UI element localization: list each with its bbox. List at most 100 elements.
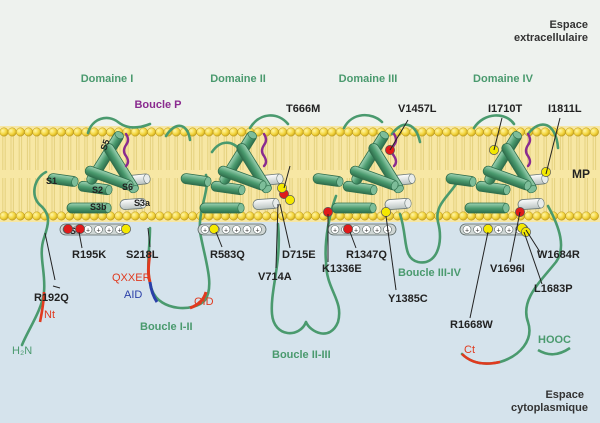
lipid-tail <box>289 178 293 212</box>
lipid-tail <box>51 136 55 170</box>
lipid-tail <box>289 136 293 170</box>
d2-s2-end <box>238 184 246 195</box>
lipid-head <box>409 211 419 221</box>
plus-sign: + <box>245 228 249 235</box>
lipid-tail <box>551 178 556 212</box>
d3-s3b-body <box>331 202 377 214</box>
lipid-head <box>245 211 255 221</box>
lipid-head <box>138 211 148 221</box>
d3-s3a-end <box>404 198 412 209</box>
lipid-head <box>573 127 583 137</box>
charge-dot <box>200 225 210 234</box>
lipid-tail <box>10 178 14 212</box>
ct-label: Ct <box>464 344 475 356</box>
mutation-dot <box>381 207 391 217</box>
d1-s2 <box>77 180 113 196</box>
d3-s2 <box>342 180 378 196</box>
lipid-head <box>589 127 599 137</box>
lipid-tail <box>486 136 490 170</box>
extracellular-label: Espace <box>549 19 588 31</box>
lipid-head <box>0 211 9 221</box>
lipid-tail <box>158 136 162 170</box>
d1-p-helix-end <box>125 180 134 191</box>
lipid-head <box>270 127 280 137</box>
loop-1-2-label: Boucle I-II <box>140 321 193 333</box>
lipid-head <box>294 211 304 221</box>
lipid-head <box>24 211 34 221</box>
lipid-head <box>32 211 42 221</box>
d4-s3b-end <box>502 203 510 213</box>
lipid-head <box>450 211 460 221</box>
d1-s2-end <box>105 184 113 195</box>
mutation-dot <box>75 224 85 234</box>
d4-s2-end <box>503 184 511 195</box>
loop-2-3-label: Boucle II-III <box>272 349 331 361</box>
lipid-tail <box>412 136 416 170</box>
d1-s5-end <box>114 131 124 140</box>
lipid-tail <box>592 178 597 212</box>
lipid-head <box>155 211 165 221</box>
lipid-head <box>565 211 575 221</box>
d3-s2-end <box>370 184 378 195</box>
lipid-tail <box>84 136 88 170</box>
pore-loop-4 <box>524 132 532 168</box>
lipid-tail <box>592 136 597 170</box>
mutation-dot <box>343 224 353 234</box>
mut-r195k: R195K <box>72 249 106 261</box>
domain-4-title: Domaine IV <box>473 73 534 85</box>
d3-s6-end <box>408 173 416 184</box>
protein-chain <box>20 113 563 365</box>
lipid-head <box>434 127 444 137</box>
lipid-head <box>360 127 370 137</box>
lipid-head <box>450 127 460 137</box>
lipid-tail <box>166 178 170 212</box>
lipid-tail <box>18 136 23 170</box>
d3-p-helix <box>349 165 399 191</box>
lipid-head <box>483 127 493 137</box>
lipid-head <box>311 127 321 137</box>
plus-sign: + <box>107 228 111 235</box>
lipid-head <box>15 127 25 137</box>
plus-sign: + <box>354 228 358 235</box>
mut-r1668w: R1668W <box>450 319 493 331</box>
lipid-head <box>212 127 222 137</box>
hooc-label: HOOC <box>538 334 571 346</box>
d2-s3b-body <box>199 202 245 214</box>
lipid-head <box>302 211 312 221</box>
lipid-tail <box>461 136 465 170</box>
lipid-tail <box>551 136 556 170</box>
lipid-head <box>65 127 75 137</box>
plus-sign: + <box>255 228 259 235</box>
lipid-head <box>48 211 58 221</box>
charge-dot <box>253 225 262 234</box>
lipid-tail <box>26 136 31 170</box>
plus-sign: + <box>234 228 238 235</box>
lipid-head <box>147 127 157 137</box>
lipid-head <box>532 211 542 221</box>
lipid-head <box>220 127 230 137</box>
lipid-head <box>557 127 567 137</box>
lipid-head <box>122 211 132 221</box>
lipid-tail <box>576 178 580 212</box>
d1-s1 <box>47 173 79 187</box>
lipid-head <box>130 127 140 137</box>
lipid-tail <box>207 136 211 170</box>
charge-dot <box>232 225 241 234</box>
lipid-head <box>40 127 50 137</box>
lipid-head <box>286 127 296 137</box>
lipid-tail <box>305 178 310 212</box>
lipid-head <box>573 211 583 221</box>
d3-s3b <box>331 202 377 214</box>
d1-p-helix <box>84 165 134 191</box>
ct-segment <box>461 353 501 365</box>
lipid-tail <box>428 178 433 212</box>
d2-p-helix-end <box>258 180 267 191</box>
lipid-tail <box>166 136 170 170</box>
lipid-head <box>475 127 485 137</box>
seg-s5: S5 <box>98 138 111 152</box>
lipid-tail <box>149 136 154 170</box>
mutation-markers <box>63 145 551 237</box>
lipid-tail <box>10 136 14 170</box>
d4-s5-end <box>512 131 522 140</box>
lipid-head <box>73 127 83 137</box>
